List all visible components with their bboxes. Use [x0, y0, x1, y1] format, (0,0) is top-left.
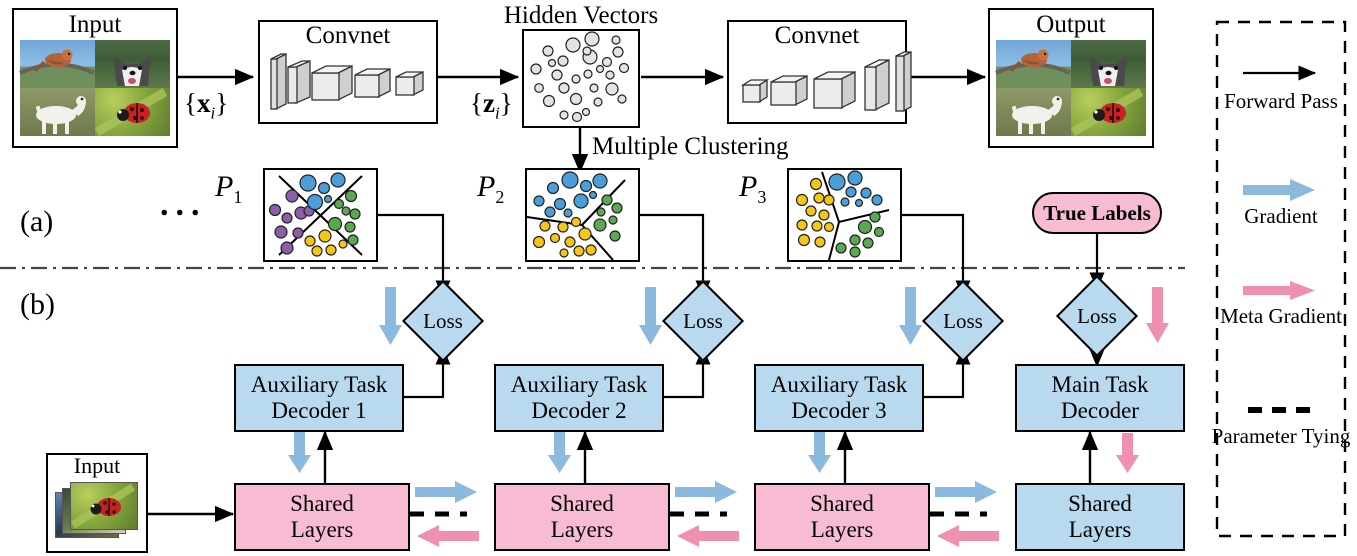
shared-layers-3-line1: Shared — [810, 491, 874, 517]
legend-label-gradient: Gradient — [1244, 204, 1318, 228]
partition-3-scatter — [795, 170, 890, 261]
meta-gradient-arrow-horizontal — [417, 525, 479, 547]
aux-decoder-2-line1: Auxiliary Task — [510, 372, 648, 398]
shared-layers-4-line2: Layers — [1068, 517, 1132, 542]
shared-layers-3: Shared Layers — [754, 483, 930, 551]
shared-layers-2-line1: Shared — [550, 491, 614, 517]
output-box: Output — [988, 8, 1154, 148]
true-labels-text: True Labels — [1043, 200, 1151, 225]
legend-meta-arrow — [1243, 281, 1315, 300]
loss-node-2: Loss — [661, 279, 745, 363]
input-box-title: Input — [68, 11, 122, 38]
aux-decoder-3-line1: Auxiliary Task — [770, 372, 908, 398]
shared-layers-1-line2: Layers — [290, 517, 354, 542]
partition-panel-1 — [263, 168, 378, 262]
thumb-ladybug — [94, 88, 170, 136]
partition-panel-3 — [787, 168, 902, 262]
legend-label-meta-gradient: Meta Gradient — [1220, 304, 1342, 328]
output-box-title: Output — [1036, 11, 1106, 38]
gradient-arrow-horizontal — [935, 481, 997, 503]
ellipsis-dots: ... — [160, 186, 207, 223]
partition-label-2: P2 — [477, 170, 505, 207]
thumb-bird — [19, 40, 95, 88]
aux-decoder-3-line2: Decoder 3 — [791, 398, 887, 423]
aux-decoder-1: Auxiliary Task Decoder 1 — [234, 364, 404, 432]
output-image-grid — [995, 40, 1146, 136]
loss-label-3: Loss — [943, 308, 983, 333]
bottom-input-box: Input — [46, 453, 148, 553]
loss-node-1: Loss — [401, 279, 485, 363]
aux-decoder-2-line2: Decoder 2 — [531, 398, 627, 423]
legend-label-parameter-tying: Parameter Tying — [1211, 424, 1351, 448]
partition-2-scatter — [526, 171, 626, 261]
convnet-encoder-title: Convnet — [305, 22, 391, 49]
aux-decoder-3: Auxiliary Task Decoder 3 — [754, 364, 924, 432]
x-set-symbol: {xi} — [184, 88, 229, 123]
convnet-decoder-title: Convnet — [774, 22, 860, 49]
gradient-arrow-horizontal — [415, 481, 477, 503]
input-box: Input — [12, 8, 178, 148]
row-label-a: (a) — [20, 205, 54, 238]
shared-layers-1-line1: Shared — [290, 491, 354, 517]
hidden-vectors-box — [522, 29, 640, 128]
thumb-bird-out — [995, 40, 1071, 88]
thumb-stack-front — [70, 481, 138, 530]
meta-gradient-arrow-horizontal — [937, 525, 999, 547]
partition-label-3: P3 — [739, 170, 767, 207]
shared-layers-4: Shared Layers — [1015, 483, 1185, 551]
thumb-ladybug-out — [1070, 88, 1146, 136]
convnet-decoder-box: Convnet — [727, 20, 912, 124]
gradient-arrow-short — [808, 432, 831, 473]
legend-label-forward-pass: Forward Pass — [1224, 89, 1338, 113]
meta-gradient-arrow-vertical — [1146, 287, 1169, 343]
shared-layers-1: Shared Layers — [234, 483, 410, 551]
aux-decoder-2: Auxiliary Task Decoder 2 — [494, 364, 664, 432]
aux-decoder-1-line1: Auxiliary Task — [250, 372, 388, 398]
multiple-clustering-label: Multiple Clustering — [592, 133, 789, 160]
shared-layers-3-line2: Layers — [810, 517, 874, 542]
partition-1-scatter — [268, 172, 363, 257]
convnet-encoder-box: Convnet — [258, 20, 438, 124]
loss-label-1: Loss — [423, 308, 463, 333]
meta-gradient-arrow-horizontal — [677, 525, 739, 547]
convnet-encoder-icon — [270, 52, 424, 111]
gradient-arrow-short — [288, 432, 311, 473]
stacked-thumbnails — [48, 478, 146, 548]
hidden-vectors-title: Hidden Vectors — [503, 2, 659, 29]
bottom-input-title: Input — [73, 453, 121, 478]
main-decoder-line1: Main Task — [1051, 372, 1149, 398]
z-set-symbol: {zi} — [470, 88, 513, 123]
true-labels-pill: True Labels — [1032, 192, 1162, 234]
loss-label-2: Loss — [683, 308, 723, 333]
gradient-arrow-vertical — [899, 287, 922, 345]
convnet-decoder-icon — [740, 50, 912, 113]
shared-layers-2: Shared Layers — [494, 483, 670, 551]
meta-gradient-arrow-vertical — [1116, 433, 1139, 473]
main-decoder-line2: Decoder — [1061, 398, 1139, 423]
thumb-terrier-out — [996, 88, 1071, 136]
aux-decoder-1-line2: Decoder 1 — [271, 398, 367, 423]
partition-label-1: P1 — [215, 170, 243, 207]
hidden-vectors-dots — [530, 31, 630, 123]
thumb-husky — [95, 40, 170, 88]
loss-label-4: Loss — [1077, 303, 1117, 328]
shared-layers-2-line2: Layers — [550, 517, 614, 542]
shared-layers-4-line1: Shared — [1068, 491, 1132, 517]
gradient-arrow-horizontal — [675, 481, 737, 503]
loss-node-3: Loss — [921, 279, 1005, 363]
gradient-arrow-vertical — [379, 287, 402, 345]
thumb-terrier — [20, 88, 95, 136]
main-decoder: Main Task Decoder — [1015, 364, 1185, 432]
partition-panel-2 — [525, 168, 640, 262]
legend-gradient-arrow — [1243, 179, 1315, 201]
thumb-husky-out — [1071, 40, 1146, 88]
legend-frame — [1215, 20, 1347, 538]
gradient-arrow-vertical — [639, 287, 662, 345]
input-image-grid — [19, 40, 170, 136]
gradient-arrow-short — [548, 432, 571, 473]
row-label-b: (b) — [20, 288, 55, 321]
loss-node-4: Loss — [1055, 274, 1139, 358]
